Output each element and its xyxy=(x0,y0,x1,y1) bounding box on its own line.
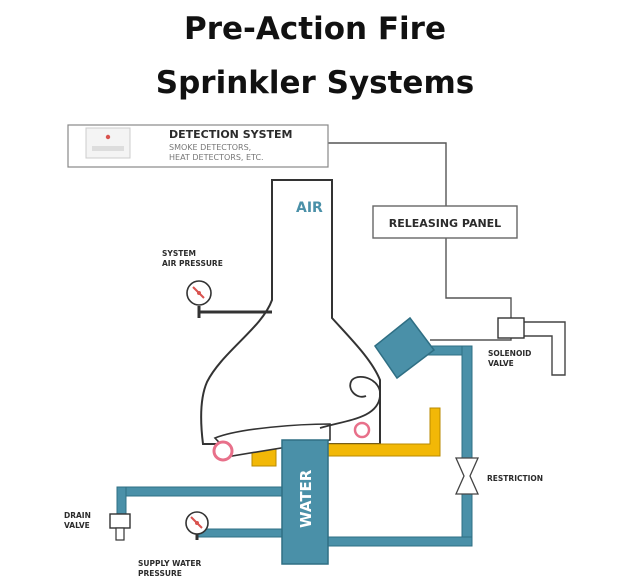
page-title-line1: Pre-Action Fire xyxy=(184,11,446,47)
signal-wiring xyxy=(328,142,512,341)
restriction-orifice xyxy=(454,457,480,495)
water-chamber xyxy=(281,439,329,565)
supply-water-pressure-label-2: PRESSURE xyxy=(138,569,182,578)
water-label: WATER xyxy=(297,469,315,528)
water-piping xyxy=(116,345,473,547)
smoke-detector-icon xyxy=(85,127,131,159)
system-air-pressure-label-1: SYSTEM xyxy=(162,249,196,258)
clapper-pivot-left xyxy=(212,440,234,462)
solenoid-valve-label-2: VALVE xyxy=(488,359,514,368)
solenoid-valve-icon xyxy=(497,317,525,339)
clapper-arm xyxy=(213,375,381,457)
solenoid-valve-label-1: SOLENOID xyxy=(488,349,531,358)
drain-valve-label-2: VALVE xyxy=(64,521,90,530)
releasing-panel-label: RELEASING PANEL xyxy=(389,217,501,230)
restriction-label: RESTRICTION xyxy=(487,474,543,483)
releasing-panel-box xyxy=(372,205,518,239)
supply-pressure-gauge-icon xyxy=(185,511,209,540)
deluge-valve-body xyxy=(200,179,381,445)
page-title-line2: Sprinkler Systems xyxy=(155,65,475,101)
clapper-pivot-right xyxy=(353,421,371,439)
drain-valve-label-1: DRAIN xyxy=(64,511,91,520)
air-pressure-gauge-icon xyxy=(186,280,272,318)
diaphragm-chamber xyxy=(373,316,436,380)
detection-system-sub2: HEAT DETECTORS, ETC. xyxy=(169,153,264,162)
drain-valve-icon xyxy=(109,513,131,541)
detection-system-sub1: SMOKE DETECTORS, xyxy=(169,143,251,152)
detection-system-title: DETECTION SYSTEM xyxy=(169,128,293,141)
system-air-pressure-label-2: AIR PRESSURE xyxy=(162,259,223,268)
supply-water-pressure-label-1: SUPPLY WATER xyxy=(138,559,202,568)
air-label: AIR xyxy=(296,200,323,216)
